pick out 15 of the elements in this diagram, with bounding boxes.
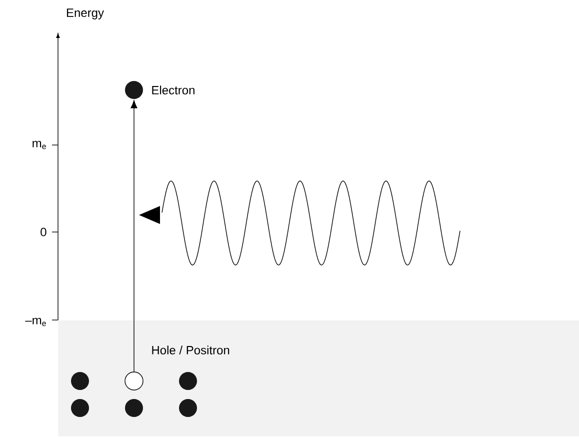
dot	[179, 399, 197, 417]
dot	[71, 372, 89, 390]
tick-label: –m$_{e}$	[25, 318, 46, 326]
tick-label: 0	[40, 228, 46, 236]
dot	[179, 372, 197, 390]
tick-label: m$_{e}$	[32, 140, 46, 150]
dot	[125, 399, 143, 417]
dot	[71, 399, 89, 417]
axis-title: Energy	[66, 8, 104, 20]
band-background	[58, 320, 579, 436]
arrow	[130, 100, 138, 372]
node-caption: Electron	[152, 86, 194, 94]
hole-circle	[124, 372, 144, 390]
node-caption: Hole / Positron	[152, 346, 230, 354]
dot	[125, 81, 143, 99]
